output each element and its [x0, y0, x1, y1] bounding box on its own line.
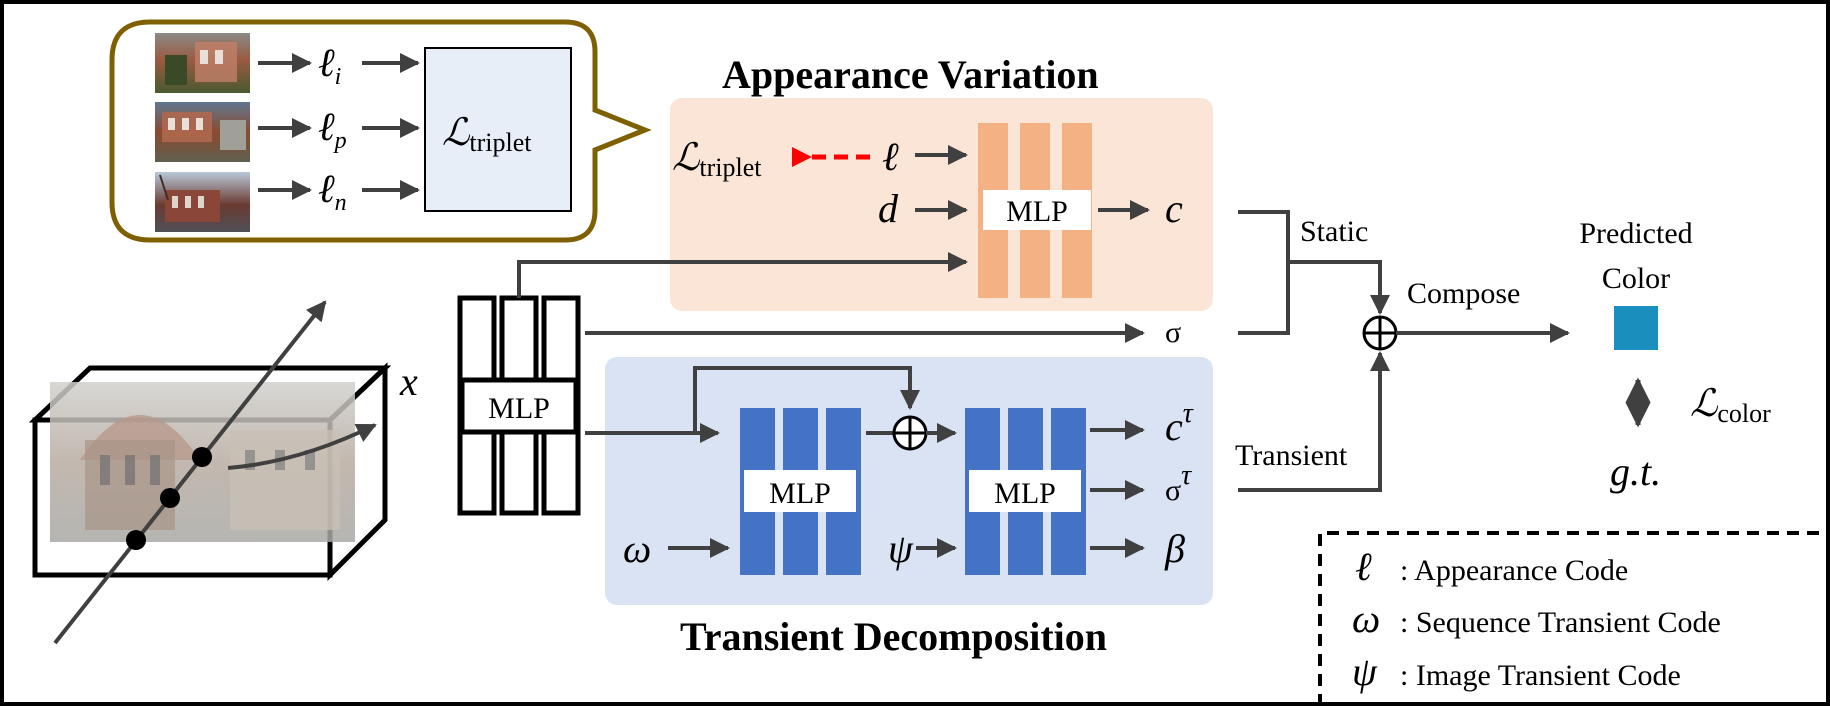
beta-output: β	[1164, 526, 1185, 571]
predicted-label-1: Predicted	[1579, 217, 1692, 250]
psi-input: ψ	[888, 526, 914, 571]
camera-ray	[53, 300, 327, 645]
svg-text:: Image Transient Code: : Image Transient Code	[1400, 659, 1681, 692]
input-x: x	[399, 359, 418, 404]
legend-box	[1318, 531, 1826, 706]
compose-label: Compose	[1407, 277, 1520, 310]
appearance-triplet-label: ℒtriplet	[672, 137, 762, 182]
transient-mlp-1: MLP	[740, 408, 861, 575]
skip-connection-arrow	[693, 366, 920, 433]
svg-text:ℓ: ℓ	[1355, 544, 1372, 589]
color-loss-label: ℒcolor	[1690, 383, 1771, 428]
ell-p: ℓp	[318, 104, 347, 154]
arrow-shared-appearance	[517, 252, 968, 298]
legend-item-appearance: ℓ : Appearance Code	[1355, 544, 1628, 589]
arrow-point-x	[227, 423, 377, 470]
appearance-mlp: MLP	[978, 123, 1092, 298]
svg-text:: Appearance Code: : Appearance Code	[1400, 554, 1628, 587]
svg-text:ω: ω	[1352, 596, 1380, 641]
omega-input: ω	[623, 526, 651, 571]
svg-text:ψ: ψ	[1352, 649, 1378, 694]
arrow-static-sum	[1288, 260, 1390, 315]
appearance-d: d	[878, 186, 899, 231]
legend-item-image: ψ : Image Transient Code	[1352, 649, 1681, 694]
svg-text:MLP: MLP	[488, 392, 550, 425]
static-label: Static	[1300, 215, 1368, 248]
negative-image	[155, 172, 250, 232]
transient-mlp-2: MLP	[965, 408, 1086, 575]
svg-text:: Sequence Transient Code: : Sequence Transient Code	[1400, 606, 1721, 639]
scene-volume	[28, 362, 392, 582]
static-sigma: σ	[1165, 316, 1181, 349]
ground-truth-label: g.t.	[1610, 449, 1661, 494]
arrow-transient-sum	[1238, 351, 1390, 492]
sum-node-transient	[892, 415, 928, 451]
shared-mlp: MLP	[457, 295, 581, 516]
sample-point-2	[160, 488, 180, 508]
sample-point-3	[192, 447, 212, 467]
predicted-label-2: Color	[1602, 262, 1670, 295]
anchor-image	[155, 33, 250, 93]
transient-label: Transient	[1235, 439, 1348, 472]
svg-text:MLP: MLP	[1006, 195, 1068, 228]
sum-node-compose	[1362, 315, 1398, 351]
predicted-color-swatch	[1614, 306, 1658, 350]
figure-frame	[0, 0, 1830, 706]
appearance-c: c	[1165, 186, 1183, 231]
triplet-loss-box	[424, 47, 572, 212]
ell-n: ℓn	[318, 166, 347, 216]
svg-text:MLP: MLP	[769, 477, 831, 510]
ell-i: ℓi	[318, 40, 341, 90]
static-bracket	[1238, 210, 1290, 335]
transient-c: cτ	[1165, 398, 1194, 449]
triplet-loss-label: ℒtriplet	[442, 112, 532, 157]
legend-item-sequence: ω : Sequence Transient Code	[1352, 596, 1721, 641]
appearance-title: Appearance Variation	[722, 52, 1099, 97]
sample-point-1	[126, 530, 146, 550]
appearance-ell: ℓ	[882, 134, 899, 179]
appearance-panel	[670, 98, 1213, 311]
svg-text:MLP: MLP	[994, 477, 1056, 510]
positive-image	[155, 102, 250, 162]
transient-sigma: στ	[1165, 460, 1192, 507]
transient-title: Transient Decomposition	[680, 614, 1107, 659]
